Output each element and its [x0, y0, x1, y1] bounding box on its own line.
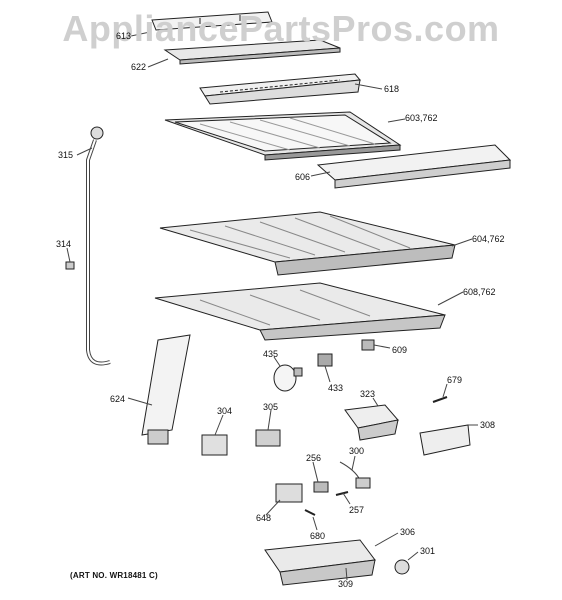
- part-306-housing: [264, 539, 376, 586]
- part-304-block: [201, 434, 228, 456]
- part-680-screw: [304, 509, 316, 516]
- part-603-shelf: [164, 111, 402, 161]
- callout-257: 257: [349, 505, 365, 515]
- callout-608-762: 608,762: [463, 287, 496, 297]
- callout-300: 300: [349, 446, 365, 456]
- watermark: AppliancePartsPros.com: [62, 8, 500, 49]
- callout-433: 433: [328, 383, 344, 393]
- part-613-bracket: [151, 11, 273, 31]
- part-679-screw: [432, 396, 448, 403]
- part-315-tube: [86, 126, 111, 366]
- callout-308: 308: [480, 420, 496, 430]
- part-314-clip: [65, 261, 75, 270]
- callout-256: 256: [306, 453, 322, 463]
- callout-618: 618: [384, 84, 400, 94]
- callout-314: 314: [56, 239, 72, 249]
- part-624-panel: [141, 334, 191, 445]
- callout-603-762: 603,762: [405, 113, 438, 123]
- callout-305: 305: [263, 402, 279, 412]
- callout-323: 323: [360, 389, 376, 399]
- callout-648: 648: [256, 513, 272, 523]
- part-323-housing: [344, 404, 399, 441]
- callout-304: 304: [217, 406, 233, 416]
- callout-309: 309: [338, 579, 354, 589]
- part-308-bracket: [419, 424, 471, 456]
- callout-622: 622: [131, 62, 147, 72]
- callout-606: 606: [295, 172, 311, 182]
- callout-604-762: 604,762: [472, 234, 505, 244]
- callout-315: 315: [58, 150, 74, 160]
- callout-613: 613: [116, 31, 132, 41]
- part-648-timer: [275, 483, 303, 503]
- callout-624: 624: [110, 394, 126, 404]
- part-608-pan: [154, 282, 446, 341]
- part-305-switch: [255, 429, 281, 447]
- art-number: (ART NO. WR18481 C): [70, 571, 158, 580]
- callout-306: 306: [400, 527, 416, 537]
- callout-301: 301: [420, 546, 436, 556]
- part-435-bulb: [273, 364, 303, 392]
- part-301-knob: [394, 559, 410, 575]
- callout-679: 679: [447, 375, 463, 385]
- part-604-pan: [159, 211, 456, 276]
- part-433-socket: [317, 353, 333, 367]
- callout-435: 435: [263, 349, 279, 359]
- part-618-frame: [199, 73, 361, 105]
- leader-lines: [66, 31, 478, 581]
- part-606-cover: [316, 144, 512, 189]
- callout-609: 609: [392, 345, 408, 355]
- part-257-screw: [335, 491, 349, 496]
- part-300-wire: [339, 461, 371, 489]
- part-622-cover: [163, 39, 341, 65]
- callout-680: 680: [310, 531, 326, 541]
- part-256-connector: [313, 481, 329, 493]
- part-609-clip: [361, 339, 375, 351]
